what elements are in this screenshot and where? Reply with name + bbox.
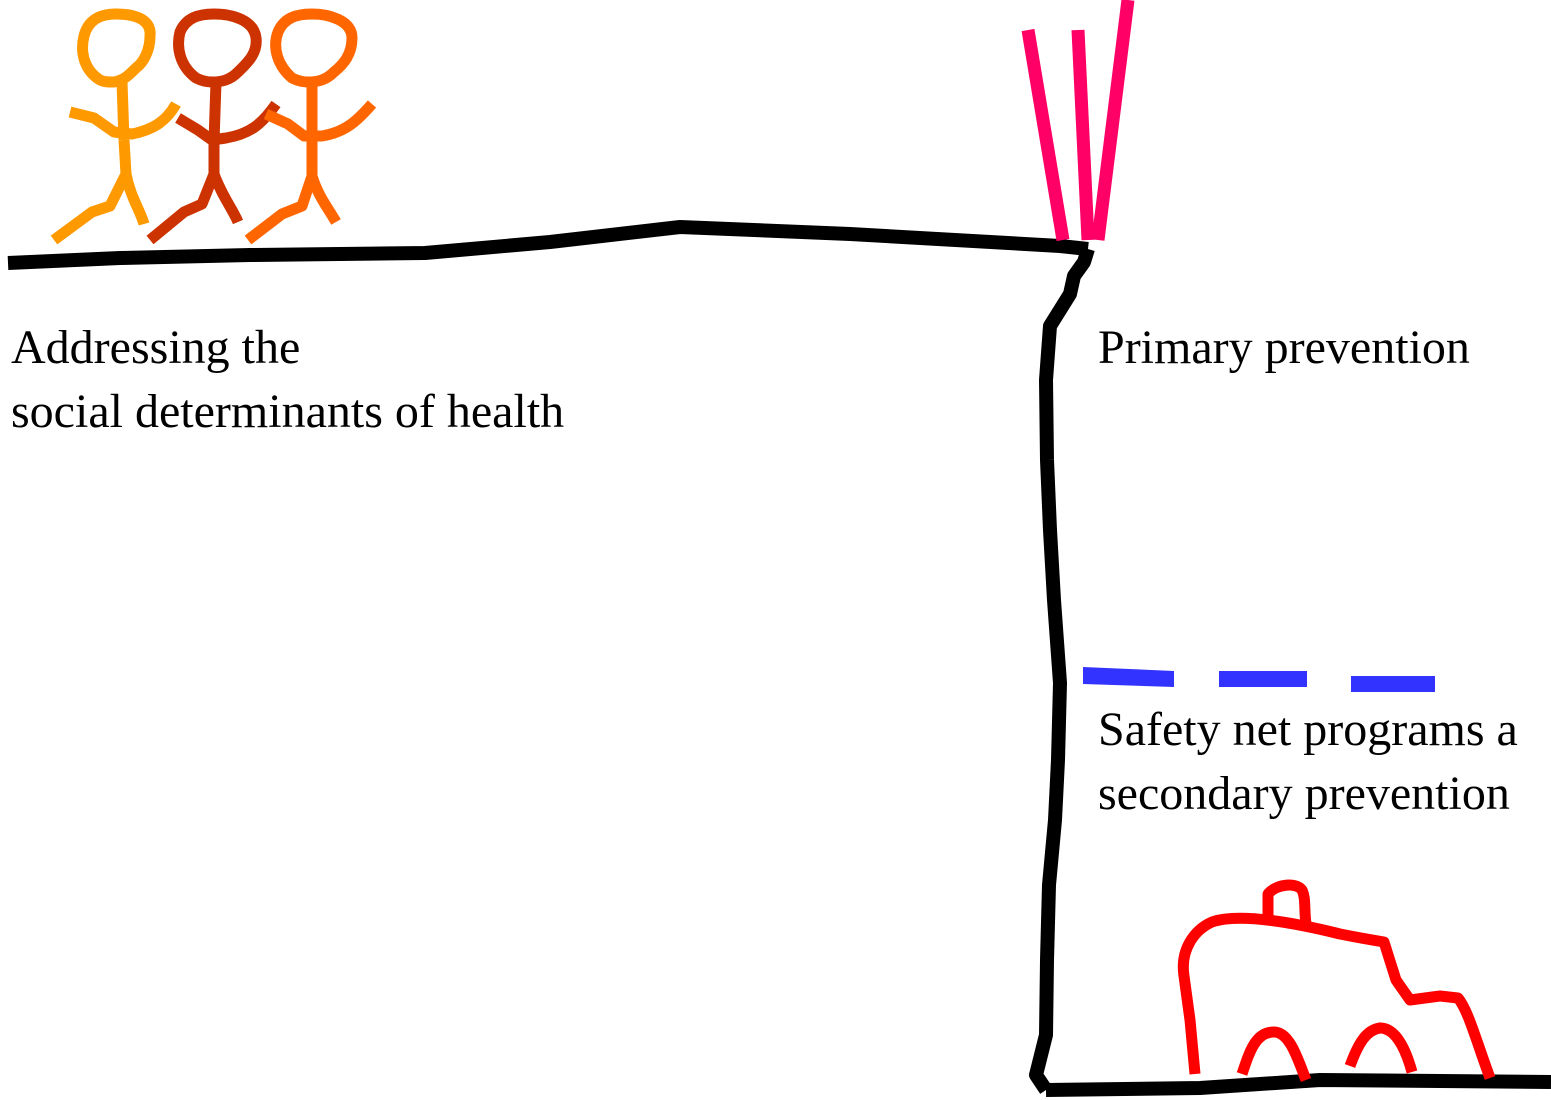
label-social-determinants-line2: social determinants of health <box>11 385 565 438</box>
person-3 <box>244 8 377 245</box>
person-2 <box>146 8 281 245</box>
cliff-bottom-ground <box>1045 1073 1551 1097</box>
label-safety-net-line1: Safety net programs a <box>1098 703 1518 756</box>
falling-person-marks <box>1021 0 1135 242</box>
cliff-face <box>1029 246 1095 1094</box>
ambulance <box>1177 879 1496 1083</box>
label-primary-prevention-line1: Primary prevention <box>1098 321 1470 374</box>
person-1 <box>50 8 181 245</box>
label-safety-net-programs: Safety net programs a secondary preventi… <box>1098 698 1518 826</box>
safety-net <box>1083 667 1435 692</box>
label-social-determinants-line1: Addressing the <box>11 321 301 374</box>
label-primary-prevention: Primary prevention <box>1098 316 1470 380</box>
cliff-top-ground <box>7 220 1089 270</box>
label-social-determinants: Addressing the social determinants of he… <box>11 316 564 444</box>
label-safety-net-line2: secondary prevention <box>1098 767 1510 820</box>
